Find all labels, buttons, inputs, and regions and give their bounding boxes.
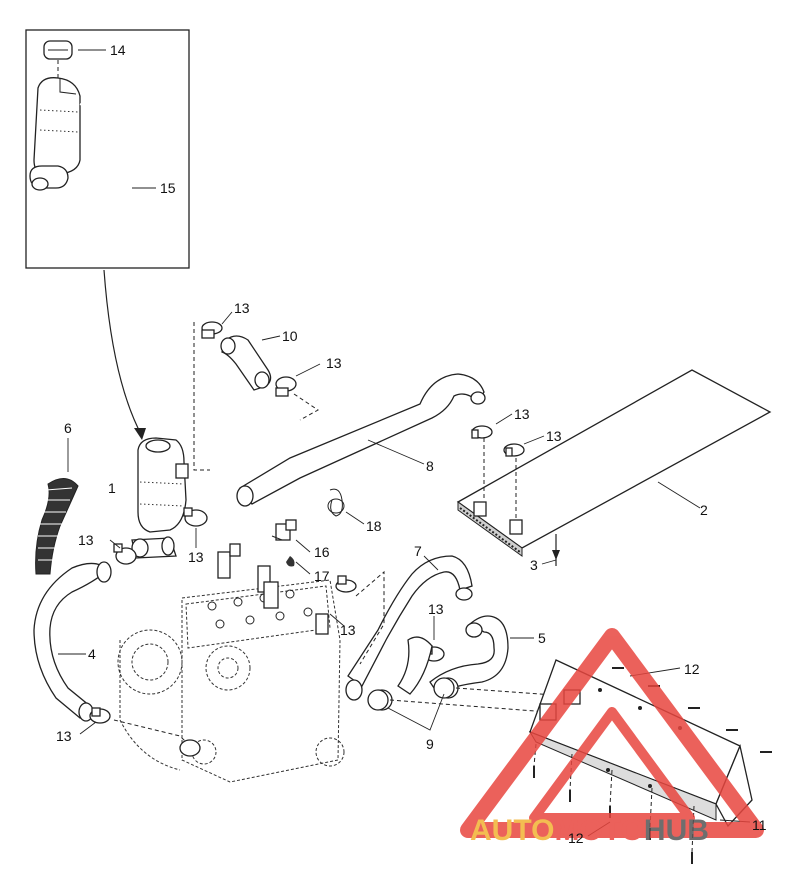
sealing-washer [286, 556, 295, 567]
clamp-hose4-top [113, 543, 137, 565]
pin [552, 534, 560, 566]
hose-lower-left [33, 561, 112, 722]
callout-17: 17 [314, 568, 330, 584]
watermark-logo: AUTOMOTOHUB [460, 628, 764, 847]
callout-12-upper: 12 [684, 661, 700, 677]
callout-15: 15 [160, 180, 176, 196]
watermark-hub: HUB [644, 814, 709, 847]
coolant-reservoir [131, 437, 189, 559]
temperature-sensor [271, 519, 297, 541]
coupler-left [367, 689, 393, 711]
callout-13-hose5: 13 [428, 601, 444, 617]
clamp-hose10-top [201, 321, 223, 339]
callout-13-radiator-2: 13 [546, 428, 562, 444]
inset-frame [25, 29, 190, 269]
hose-upper-long [236, 373, 486, 507]
callout-1: 1 [108, 480, 116, 496]
hose-7 [345, 555, 473, 701]
clamp-reservoir [183, 507, 208, 527]
callout-9: 9 [426, 736, 434, 752]
clamp-hose10-bottom [275, 376, 297, 397]
callout-12-lower: 12 [568, 830, 584, 846]
clamp-hose4-bottom [89, 707, 111, 724]
corrugated-hose [35, 478, 79, 575]
callout-3: 3 [530, 557, 538, 573]
hose-small [220, 335, 272, 391]
reservoir-cap [43, 40, 73, 60]
hose-clip [327, 488, 345, 517]
callout-8: 8 [426, 458, 434, 474]
callout-4: 4 [88, 646, 96, 662]
callout-5: 5 [538, 630, 546, 646]
callout-18: 18 [366, 518, 382, 534]
watermark-moto: MOTO [554, 814, 643, 847]
coupler-right [433, 677, 459, 699]
callout-13-hose4-bottom: 13 [56, 728, 72, 744]
callout-13-hose7: 13 [340, 622, 356, 638]
callout-13-radiator-1: 13 [514, 406, 530, 422]
engine-block [117, 579, 345, 783]
callout-13-hose10-bottom: 13 [326, 355, 342, 371]
callout-13-reservoir: 13 [188, 549, 204, 565]
callout-16: 16 [314, 544, 330, 560]
watermark-auto: AUTO [470, 814, 554, 847]
vent-hose [79, 103, 131, 258]
callout-14: 14 [110, 42, 126, 58]
callout-labels: 1 2 3 4 5 6 7 8 9 10 11 12 12 13 13 13 1… [56, 42, 767, 846]
svg-text:AUTOMOTOHUB: AUTOMOTOHUB [470, 814, 709, 847]
callout-2: 2 [700, 502, 708, 518]
inset-reservoir [29, 77, 81, 191]
engine-fittings [179, 543, 329, 757]
clamp-radiator-1 [471, 425, 493, 439]
callout-11: 11 [752, 817, 767, 833]
callout-10: 10 [282, 328, 298, 344]
callout-13-hose4-top: 13 [78, 532, 94, 548]
clamp-hose7-top [335, 575, 357, 593]
heat-exchanger [456, 369, 772, 557]
callout-7: 7 [414, 543, 422, 559]
clamp-radiator-2 [503, 443, 525, 457]
callout-6: 6 [64, 420, 72, 436]
callout-13-hose10-top: 13 [234, 300, 250, 316]
